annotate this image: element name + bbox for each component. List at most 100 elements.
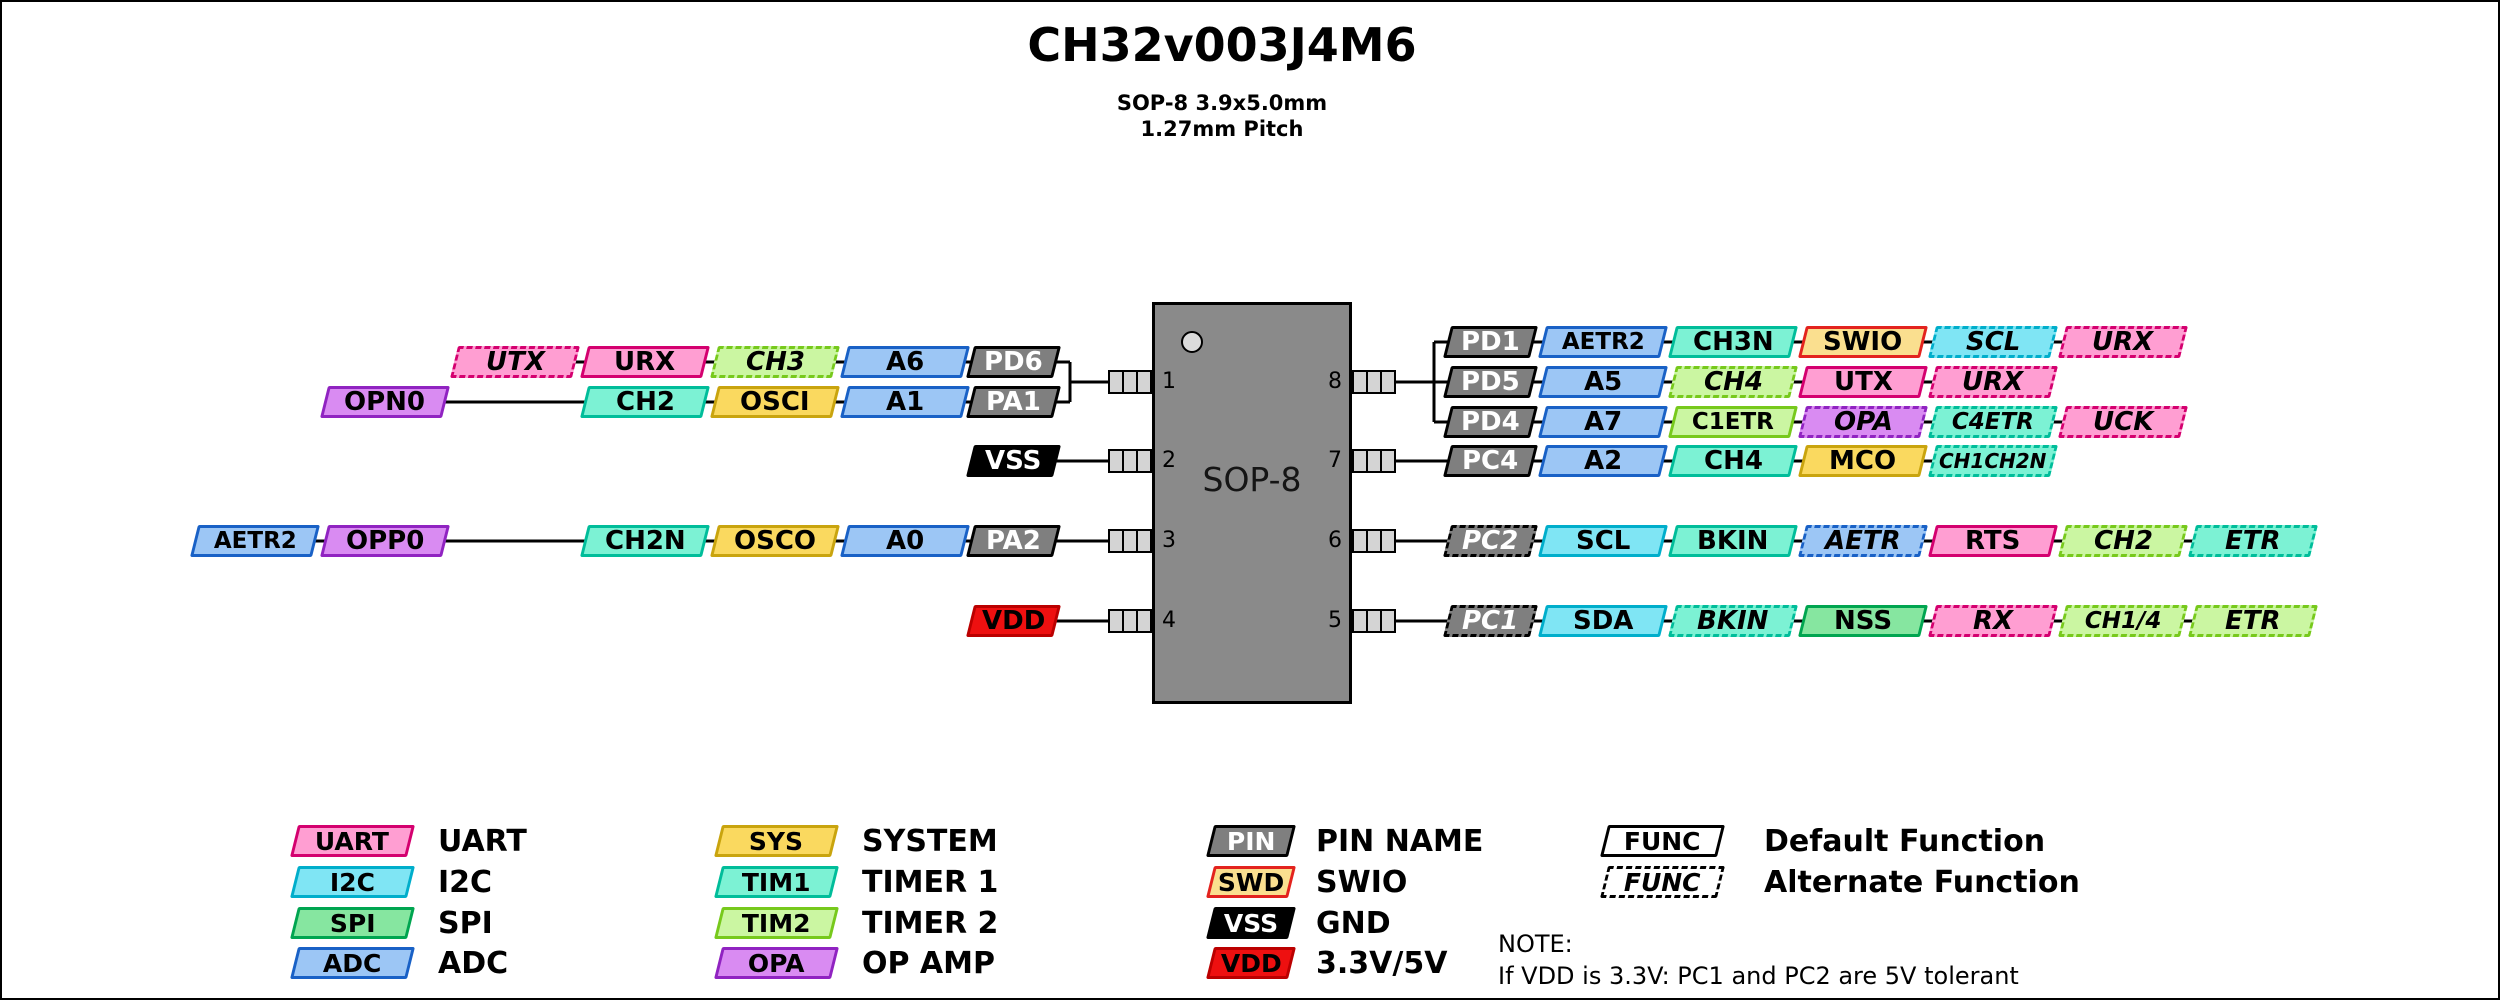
pin-box-PC4-label: PC4 [1462, 446, 1519, 476]
legend-box-op-amp-label: OPA [748, 948, 805, 978]
legend-box-system-label: SYS [749, 826, 804, 856]
pin-box-PD4-label: PD4 [1461, 407, 1520, 437]
note-line1: NOTE: [1498, 930, 1573, 958]
pin-number-8: 8 [1328, 369, 1342, 394]
func-box-BKIN-label: BKIN [1697, 526, 1769, 556]
func-box-SCL: SCL [1928, 326, 2058, 358]
func-box-CH4: CH4 [1668, 366, 1798, 398]
func-box-CH2N-label: CH2N [604, 526, 686, 556]
func-box-A6-label: A6 [885, 347, 925, 377]
pin-box-PA2-label: PA2 [986, 526, 1041, 556]
func-box-URX-label: URX [1962, 367, 2024, 397]
package-subtitle-line2: 1.27mm Pitch [1140, 117, 1304, 141]
chip-body: SOP-8 [1152, 302, 1352, 704]
func-box-UCK-label: UCK [2092, 407, 2154, 437]
func-box-ETR-label: ETR [2225, 606, 2281, 636]
legend-box-timer-2: TIM2 [714, 907, 839, 939]
func-box-AETR2: AETR2 [1538, 326, 1668, 358]
func-box-A0-label: A0 [885, 526, 925, 556]
legend-box-pin-name: PIN [1206, 825, 1296, 857]
func-box-SCL-label: SCL [1965, 327, 2021, 357]
pin-box-PD5-label: PD5 [1461, 367, 1520, 397]
func-box-CH2-label: CH2 [615, 387, 675, 417]
chip-leg-3 [1108, 529, 1152, 553]
legend-box-spi-label: SPI [329, 908, 376, 938]
func-box-MCO: MCO [1798, 445, 1928, 477]
func-box-RTS: RTS [1928, 525, 2058, 557]
func-box-A1: A1 [840, 386, 970, 418]
package-subtitle-line1: SOP-8 3.9x5.0mm [1116, 91, 1328, 115]
pin-box-PD6-label: PD6 [984, 347, 1043, 377]
legend-label-adc: ADC [438, 946, 509, 981]
func-box-A6: A6 [840, 346, 970, 378]
func-box-A2-label: A2 [1583, 446, 1623, 476]
func-box-OPA: OPA [1798, 406, 1928, 438]
func-box-CH2N: CH2N [580, 525, 710, 557]
pin-number-3: 3 [1162, 528, 1176, 553]
note-line2: If VDD is 3.3V: PC1 and PC2 are 5V toler… [1498, 962, 2019, 990]
legend-box-i2c-label: I2C [329, 867, 376, 897]
pin-box-PC1-label: PC1 [1462, 606, 1519, 636]
func-box-SWIO-label: SWIO [1823, 327, 1903, 357]
func-box-CH4: CH4 [1668, 445, 1798, 477]
pin-number-4: 4 [1162, 608, 1176, 633]
pin-box-PA1-label: PA1 [986, 387, 1041, 417]
legend-label-swio: SWIO [1316, 865, 1408, 900]
chip-leg-7 [1352, 449, 1396, 473]
func-box-OSCO: OSCO [710, 525, 840, 557]
legend-box-timer-1-label: TIM1 [742, 867, 811, 897]
func-box-URX-label: URX [614, 347, 676, 377]
legend-box-3-3v-5v-label: VDD [1220, 948, 1282, 978]
legend-label-i2c: I2C [438, 865, 493, 900]
package-subtitle: SOP-8 3.9x5.0mm 1.27mm Pitch [1117, 90, 1327, 142]
legend-box-swio-label: SWD [1217, 867, 1285, 897]
func-box-NSS-label: NSS [1833, 606, 1893, 636]
pin-box-PC2: PC2 [1443, 525, 1538, 557]
legend-label-gnd: GND [1316, 906, 1391, 941]
chip-leg-4 [1108, 609, 1152, 633]
func-box-CH1CH2N: CH1CH2N [1928, 445, 2058, 477]
func-box-C1ETR: C1ETR [1668, 406, 1798, 438]
func-box-URX: URX [1928, 366, 2058, 398]
func-box-CH2: CH2 [580, 386, 710, 418]
pin-box-VDD: VDD [966, 605, 1061, 637]
pin-box-PA1: PA1 [966, 386, 1061, 418]
func-box-CH2-label: CH2 [2093, 526, 2153, 556]
chip-leg-1 [1108, 370, 1152, 394]
func-box-AETR2-label: AETR2 [1561, 328, 1645, 355]
legend-label-alternate-function: Alternate Function [1764, 865, 2080, 900]
pin-box-PD1-label: PD1 [1461, 327, 1520, 357]
func-box-SWIO: SWIO [1798, 326, 1928, 358]
pin-box-PC4: PC4 [1443, 445, 1538, 477]
legend-box-i2c: I2C [290, 866, 415, 898]
func-box-AETR2: AETR2 [190, 525, 320, 557]
func-box-A1-label: A1 [885, 387, 925, 417]
legend-label-pin-name: PIN NAME [1316, 824, 1484, 859]
func-box-OPN0: OPN0 [320, 386, 450, 418]
func-box-SCL: SCL [1538, 525, 1668, 557]
pin-box-PD4: PD4 [1443, 406, 1538, 438]
legend-label-3-3v-5v: 3.3V/5V [1316, 946, 1448, 981]
pin-box-VSS-label: VSS [985, 446, 1042, 476]
func-box-URX: URX [2058, 326, 2188, 358]
func-box-SCL-label: SCL [1575, 526, 1631, 556]
chip-leg-6 [1352, 529, 1396, 553]
func-box-C1ETR-label: C1ETR [1692, 408, 1774, 435]
pin-number-1: 1 [1162, 369, 1176, 394]
func-box-URX: URX [580, 346, 710, 378]
func-box-BKIN-label: BKIN [1697, 606, 1769, 636]
func-box-OPP0-label: OPP0 [345, 526, 425, 556]
func-box-A7: A7 [1538, 406, 1668, 438]
legend-box-3-3v-5v: VDD [1206, 947, 1296, 979]
func-box-UTX-label: UTX [1833, 367, 1893, 397]
pin-box-PC1: PC1 [1443, 605, 1538, 637]
chip-leg-2 [1108, 449, 1152, 473]
func-box-RX-label: RX [1972, 606, 2014, 636]
pin-box-VSS: VSS [966, 445, 1061, 477]
legend-box-adc: ADC [290, 947, 415, 979]
func-box-CH1CH2N-label: CH1CH2N [1939, 449, 2047, 473]
func-box-C4ETR: C4ETR [1928, 406, 2058, 438]
legend-label-system: SYSTEM [862, 824, 998, 859]
legend-box-pin-name-label: PIN [1226, 826, 1276, 856]
